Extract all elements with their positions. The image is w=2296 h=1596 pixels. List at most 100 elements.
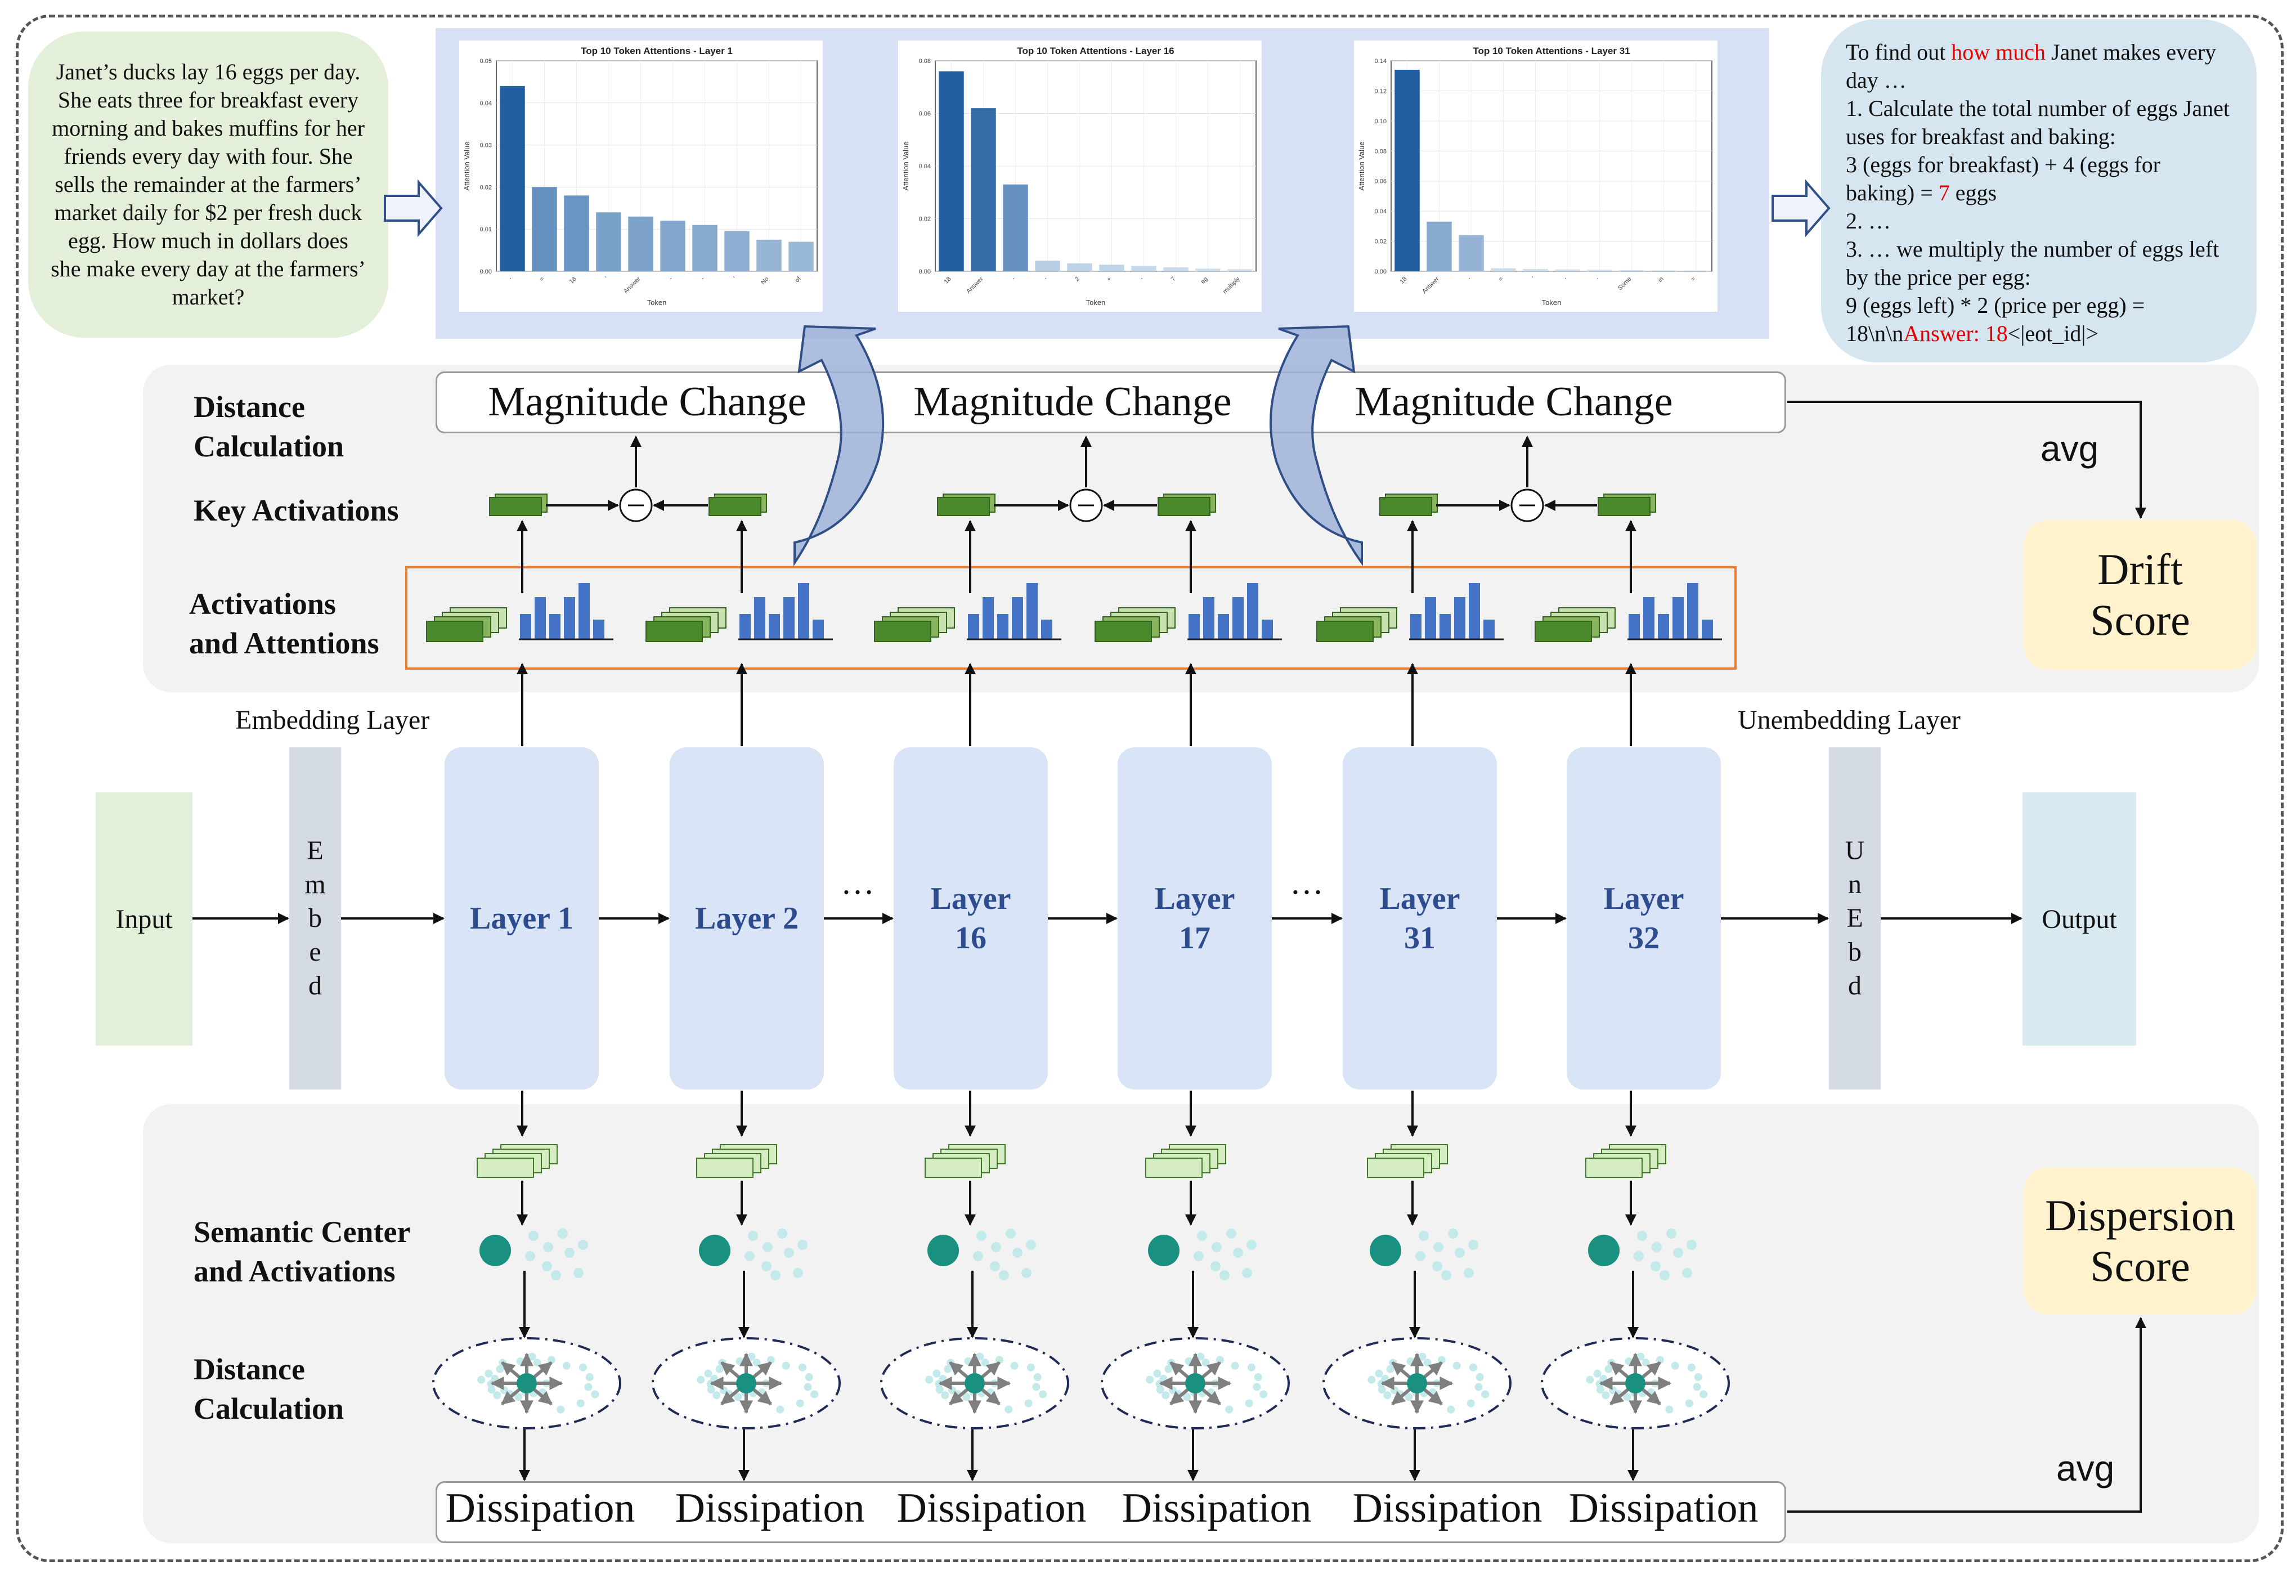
- bar: [1619, 270, 1644, 271]
- y-axis-label: Attention Value: [902, 141, 910, 190]
- scatter-dot: [585, 1373, 594, 1382]
- y-tick-label: 0.03: [480, 142, 492, 149]
- activation-dot: [784, 1248, 794, 1258]
- distance-calculation-label-bottom: Distance Calculation: [194, 1350, 344, 1428]
- semantic-center-dot: [479, 1235, 511, 1266]
- scatter-dot: [491, 1374, 499, 1383]
- layer-label: Layer: [1154, 881, 1235, 916]
- layer-1-box: Layer 1: [445, 747, 599, 1090]
- scatter-dot: [1386, 1365, 1394, 1373]
- unembed-letter: U: [1845, 836, 1865, 866]
- scatter-dot: [1685, 1399, 1693, 1407]
- semantic-center-dot: [1588, 1235, 1620, 1266]
- dissipation-2: Dissipation: [675, 1485, 865, 1531]
- bar: [971, 108, 996, 271]
- bar: [1651, 270, 1676, 271]
- drift-score-line: Drift: [2097, 545, 2183, 594]
- x-tick-label: ': [604, 276, 610, 281]
- x-axis-label: Token: [1086, 298, 1106, 307]
- y-tick-label: 0.04: [1375, 208, 1387, 215]
- scatter-dot: [533, 1359, 541, 1367]
- activation-dot: [1441, 1270, 1451, 1280]
- scatter-dot: [962, 1393, 971, 1401]
- y-tick-label: 0.10: [1375, 118, 1387, 125]
- scatter-dot: [798, 1363, 806, 1371]
- bar: [1427, 221, 1452, 271]
- scatter-dot: [1375, 1369, 1383, 1378]
- activation-dot: [1415, 1251, 1425, 1261]
- activation-dot: [999, 1270, 1009, 1280]
- scatter-dot: [805, 1373, 813, 1382]
- bar: [1099, 264, 1124, 271]
- attention-chart-layer-16: Top 10 Token Attentions - Layer 160.000.…: [898, 41, 1262, 312]
- layer-2-box: Layer 2: [670, 747, 824, 1090]
- key-activation-card: [1379, 497, 1432, 516]
- scatter-dot: [710, 1374, 719, 1383]
- y-tick-label: 0.04: [480, 100, 492, 107]
- activation-dot: [551, 1270, 561, 1280]
- bar: [1491, 268, 1516, 271]
- semantic-center-dot: [1148, 1235, 1180, 1266]
- output-box: Output: [2023, 792, 2136, 1046]
- attention-mini-bar: [1687, 583, 1698, 639]
- scatter-dot: [1004, 1405, 1013, 1414]
- distance-calculation-label-top: Distance Calculation: [194, 387, 344, 466]
- activation-dot: [1194, 1251, 1204, 1261]
- label-line: Calculation: [194, 1392, 344, 1425]
- attention-mini-bar: [549, 614, 560, 639]
- y-tick-label: 0.08: [919, 58, 931, 65]
- scatter-dot: [584, 1383, 593, 1391]
- activation-dot: [1666, 1229, 1676, 1239]
- attention-mini-bar: [1629, 614, 1640, 639]
- activation-dot: [1242, 1268, 1252, 1278]
- embed-layer-box: E m b e d: [289, 747, 341, 1090]
- embed-letter: e: [309, 937, 321, 967]
- layer-17-box: Layer 17: [1118, 747, 1272, 1090]
- magnitude-change-1: Magnitude Change: [488, 379, 806, 425]
- layer-label: 17: [1179, 921, 1210, 956]
- unembedding-layer-caption: Unembedding Layer: [1738, 705, 1961, 735]
- scatter-dot: [776, 1405, 784, 1414]
- scatter-dot: [1254, 1373, 1262, 1382]
- attention-mini-bar: [1658, 614, 1669, 639]
- scatter-dot: [1010, 1361, 1019, 1370]
- scatter-dot: [477, 1375, 486, 1384]
- scatter-dot: [925, 1375, 934, 1384]
- scatter-dot: [1636, 1352, 1645, 1361]
- scatter-dot: [493, 1391, 501, 1400]
- activation-dot: [1021, 1268, 1032, 1278]
- y-tick-label: 0.00: [480, 268, 492, 275]
- attention-mini-bar: [520, 614, 531, 639]
- attention-mini-bar: [1232, 597, 1244, 639]
- scatter-dot: [1687, 1363, 1696, 1371]
- bar: [596, 212, 621, 271]
- answer-line-3: 3 (eggs for breakfast) + 4 (eggs for bak…: [1846, 151, 2232, 207]
- semantic-stack-card: [925, 1158, 982, 1178]
- x-tick-label: -: [668, 275, 674, 281]
- activation-dot: [525, 1251, 535, 1261]
- scatter-dot: [736, 1357, 744, 1365]
- scatter-dot: [1406, 1357, 1415, 1365]
- activation-dot: [1246, 1240, 1257, 1250]
- scatter-dot: [1423, 1359, 1432, 1367]
- answer-line-6: 9 (eggs left) * 2 (price per egg) = 18\n…: [1846, 292, 2232, 348]
- scatter-dot: [1245, 1399, 1253, 1407]
- scatter-dot: [964, 1357, 972, 1365]
- dispersion-center-dot: [517, 1373, 537, 1393]
- answer-line-3-highlight: 7: [1938, 180, 1950, 205]
- activation-dot: [573, 1268, 584, 1278]
- answer-line-4: 2. …: [1846, 208, 1891, 234]
- scatter-dot: [1665, 1405, 1674, 1414]
- x-tick-label: -: [1139, 275, 1145, 281]
- label-line: Distance: [194, 390, 305, 424]
- bar: [1587, 270, 1612, 271]
- drift-score-line: Score: [2090, 595, 2190, 644]
- dissipation-5: Dissipation: [1352, 1485, 1542, 1531]
- answer-line-6-pre: 9 (eggs left) * 2 (price per egg) = 18\n…: [1846, 293, 2145, 346]
- activation-dot: [1634, 1251, 1644, 1261]
- y-tick-label: 0.06: [1375, 178, 1387, 185]
- attention-mini-bar: [1410, 614, 1421, 639]
